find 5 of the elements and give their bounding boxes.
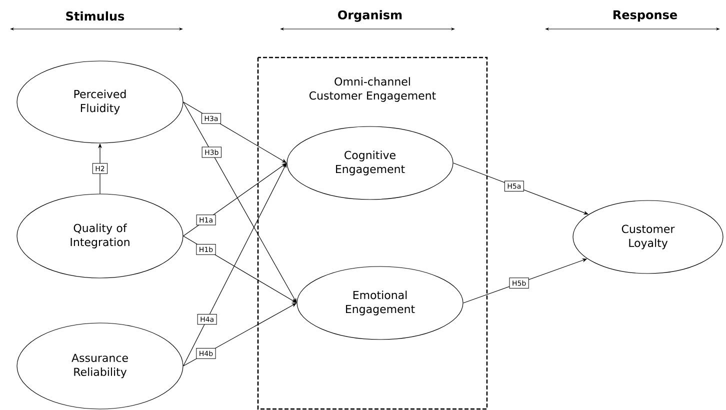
section-heading: Response bbox=[614, 10, 677, 22]
section-heading: Organism bbox=[338, 10, 402, 22]
arrow bbox=[183, 163, 287, 366]
section-heading: Stimulus bbox=[66, 11, 124, 21]
arrow bbox=[183, 102, 297, 303]
